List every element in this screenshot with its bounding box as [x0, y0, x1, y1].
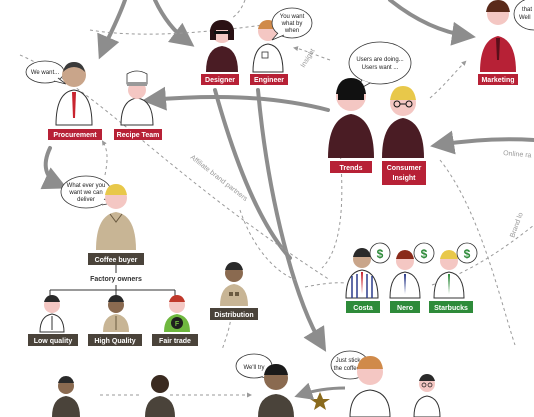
- high-quality-label: High Quality: [94, 338, 135, 345]
- low-quality-label: Low quality: [34, 338, 73, 345]
- designer-label-box: [201, 74, 239, 85]
- users-bubble-line2: Users want ...: [362, 65, 399, 71]
- nero-figure: [389, 250, 421, 299]
- factory-owners-heading: Factory owners: [90, 276, 142, 283]
- flow-arrows: [40, 0, 534, 352]
- distribution-label-box: [210, 308, 258, 320]
- high-quality-label-box: [88, 334, 142, 346]
- star-icon: [310, 392, 330, 410]
- arrow-procurement-to-buyer: [40, 146, 68, 190]
- recipe-team-label-box: [114, 129, 162, 140]
- arrow-engineer-down: [256, 88, 327, 352]
- arrow-to-designer: [153, 0, 195, 47]
- low-quality-label-box: [28, 334, 78, 346]
- arrow-designer-down: [213, 88, 292, 260]
- users-bubble-line1: Users are doing...: [356, 57, 404, 63]
- marketing-label: Marketing: [481, 77, 514, 84]
- fair-trade-label-box: [152, 334, 198, 346]
- procurement-figure: [55, 62, 93, 126]
- arrow-label-brand: Brand lo: [509, 212, 525, 239]
- starbucks-label: Starbucks: [434, 305, 468, 312]
- consumer-insight-figure: [382, 86, 424, 158]
- coffee-buyer-label: Coffee buyer: [95, 257, 138, 264]
- procurement-bubble-text: We want...: [31, 70, 60, 76]
- trends-label-box: [330, 161, 372, 173]
- distribution-label: Distribution: [214, 312, 253, 319]
- dollar-icon: $: [421, 247, 428, 261]
- stick-coffee-bubble-line2: the coffee in: [334, 366, 367, 372]
- costa-label-box: [346, 301, 380, 313]
- nero-label: Nero: [397, 305, 413, 312]
- coffee-buyer-bubble-line2: want we can: [68, 190, 102, 196]
- factory-owner-fair-trade-figure: F: [164, 295, 190, 332]
- factory-owner-low-quality-figure: [39, 295, 65, 333]
- arrow-to-center-worker: [294, 382, 346, 400]
- fairtrade-logo-icon: F: [175, 321, 180, 328]
- costa-label: Costa: [353, 305, 373, 312]
- costa-figure: [345, 248, 379, 299]
- coffee-buyer-bubble-line3: deliver: [77, 197, 95, 203]
- coffee-buyer-label-box: [88, 253, 144, 265]
- recipe-team-label: Recipe Team: [117, 132, 160, 139]
- starbucks-figure: [433, 250, 465, 299]
- coffee-buyer-figure: [96, 184, 136, 250]
- marketing-bubble-line1: that: [522, 7, 532, 13]
- consumer-insight-label-line2: Insight: [393, 175, 417, 182]
- coffee-buyer-speech-bubble: What ever you want we can deliver: [60, 175, 114, 209]
- distribution-figure: [220, 262, 248, 306]
- marketing-figure: [480, 0, 516, 72]
- nero-dollar-bubble: $: [413, 242, 435, 264]
- coffee-buyer-bubble-line1: What ever you: [67, 183, 106, 189]
- arrow-label-online: Online ra: [503, 150, 532, 159]
- consumer-insight-label-box: [382, 161, 426, 185]
- well-try-bubble-text: We'll try: [243, 365, 264, 371]
- recipe-team-figure: [120, 70, 154, 126]
- procurement-speech-bubble: We want...: [25, 60, 67, 85]
- marketing-speech-bubble: that Well: [513, 0, 534, 31]
- arrow-to-procurement: [97, 0, 127, 60]
- arrow-online-to-insight: [430, 130, 534, 155]
- worker-figure-middle: [145, 375, 175, 417]
- designer-label: Designer: [205, 77, 235, 84]
- engineer-label-box: [250, 74, 288, 85]
- costa-dollar-bubble: $: [369, 242, 391, 264]
- starbucks-label-box: [429, 301, 473, 313]
- stick-coffee-bubble-line1: Just stick: [336, 358, 362, 364]
- dollar-icon: $: [464, 247, 471, 261]
- engineer-label: Engineer: [254, 77, 284, 84]
- marketing-label-box: [478, 74, 518, 85]
- consumer-insight-label-line1: Consumer: [387, 165, 422, 172]
- starbucks-dollar-bubble: $: [456, 242, 478, 264]
- worker-figure-left: [52, 376, 80, 417]
- trends-label: Trends: [340, 165, 363, 172]
- factory-owner-high-quality-figure: [103, 295, 129, 332]
- worker-figure-center: [258, 364, 294, 417]
- engineer-bubble-line1: You want: [280, 14, 305, 20]
- arrow-to-marketing: [388, 0, 476, 46]
- fair-trade-label: Fair trade: [159, 338, 191, 345]
- dashed-relations: [19, 0, 534, 398]
- arrow-trends-to-recipe: [142, 86, 330, 112]
- engineer-bubble-line2: what by: [281, 21, 303, 27]
- arrow-label-insight: Insight: [300, 48, 317, 69]
- marketing-bubble-line2: Well: [519, 15, 531, 21]
- trends-figure: [328, 78, 374, 158]
- procurement-label-box: [48, 129, 102, 140]
- dollar-icon: $: [377, 247, 384, 261]
- nero-label-box: [390, 301, 420, 313]
- procurement-label: Procurement: [53, 132, 97, 139]
- engineer-bubble-line3: when: [284, 28, 299, 34]
- engineer-speech-bubble: You want what by when: [271, 7, 313, 41]
- worker-figure-right: [413, 374, 441, 417]
- designer-figure: [206, 20, 238, 72]
- retail-manager-figure: [349, 356, 391, 417]
